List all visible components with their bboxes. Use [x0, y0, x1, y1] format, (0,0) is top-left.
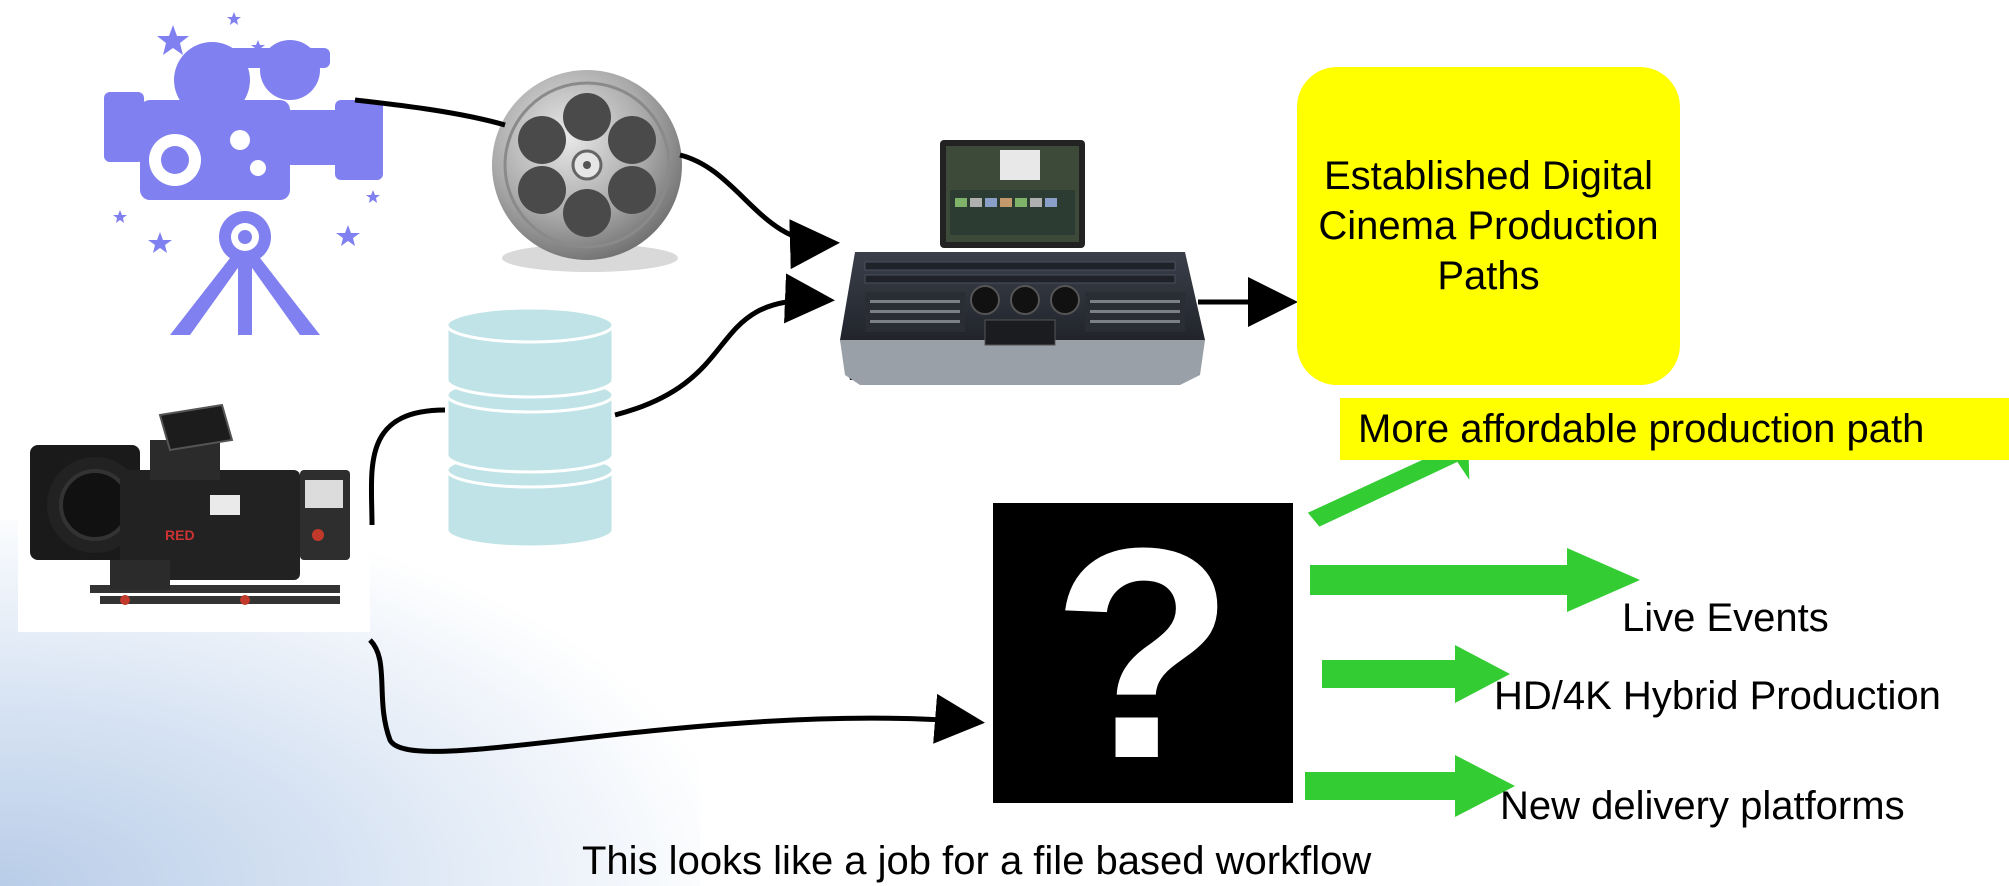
green-arrow-affordable — [1307, 440, 1470, 527]
established-paths-box: Established Digital Cinema Production Pa… — [1297, 67, 1680, 385]
svg-text:RED: RED — [165, 527, 195, 543]
affordable-path-box: More affordable production path — [1340, 398, 2009, 460]
editing-console-icon — [840, 140, 1205, 385]
digital-cinema-camera-icon: RED — [18, 400, 370, 632]
star-icon — [251, 40, 265, 53]
database-icon — [445, 306, 615, 549]
hybrid-production-label: HD/4K Hybrid Production — [1494, 674, 1941, 718]
star-icon — [157, 25, 189, 55]
delivery-platforms-label: New delivery platforms — [1500, 784, 1905, 828]
green-arrows — [1305, 440, 1640, 817]
unknown-workflow-box: ? — [993, 503, 1293, 803]
film-camera-icon — [104, 12, 383, 335]
star-icon — [366, 190, 380, 203]
star-icon — [113, 210, 127, 223]
caption: This looks like a job for a file based w… — [582, 839, 1372, 883]
affordable-path-label: More affordable production path — [1358, 407, 1925, 451]
established-paths-label: Established Digital Cinema Production Pa… — [1318, 154, 1659, 298]
live-events-label: Live Events — [1622, 596, 1829, 640]
star-icon — [148, 232, 172, 253]
connector-reel-to-console — [679, 152, 840, 270]
question-mark-label: ? — [1051, 485, 1235, 821]
connector-camera-to-reel — [354, 97, 506, 128]
star-icon — [336, 225, 360, 246]
star-icon — [227, 12, 241, 25]
film-reel-icon — [492, 70, 682, 272]
connector-database-to-console — [614, 273, 835, 418]
connector-lines — [354, 97, 1298, 754]
green-arrow-live — [1310, 548, 1640, 612]
green-arrow-delivery — [1305, 755, 1515, 817]
connector-red-to-database — [368, 407, 446, 526]
green-arrow-hybrid — [1322, 645, 1510, 703]
connector-red-to-question — [368, 638, 985, 754]
